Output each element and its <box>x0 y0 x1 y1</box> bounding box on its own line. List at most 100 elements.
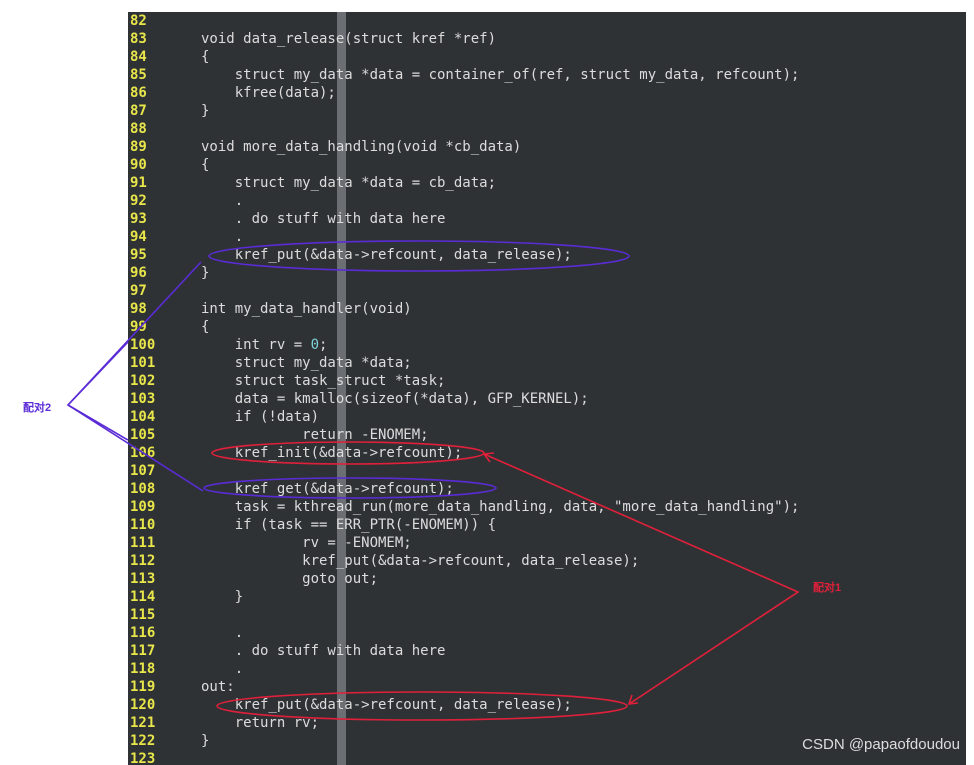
line-number: 120 <box>130 697 156 713</box>
code-line: 114 } <box>128 588 966 606</box>
code-text: } <box>201 103 210 119</box>
code-line: 94 . <box>128 228 966 246</box>
line-number: 114 <box>130 589 156 605</box>
line-number: 91 <box>130 175 147 191</box>
code-line: 92 . <box>128 192 966 210</box>
code-text: struct my_data *data; <box>201 355 412 371</box>
code-line: 88 <box>128 120 966 138</box>
line-number: 102 <box>130 373 156 389</box>
code-text: . <box>201 625 244 641</box>
annotation-label-pair1: 配对1 <box>813 582 842 594</box>
code-line: 102 struct task_struct *task; <box>128 372 966 390</box>
code-text: } <box>201 589 244 605</box>
line-number: 94 <box>130 229 147 245</box>
code-line: 110 if (task == ERR_PTR(-ENOMEM)) { <box>128 516 966 534</box>
line-number: 84 <box>130 49 147 65</box>
line-number: 93 <box>130 211 147 227</box>
code-text: void data_release(struct kref *ref) <box>201 31 497 47</box>
code-text: { <box>201 157 210 173</box>
code-text: if (!data) <box>201 409 320 425</box>
code-text: kref_put(&data->refcount, data_release); <box>201 553 640 569</box>
code-line: 93 . do stuff with data here <box>128 210 966 228</box>
code-text: . <box>201 229 244 245</box>
line-number: 104 <box>130 409 156 425</box>
code-text: kref_get(&data->refcount); <box>201 481 454 497</box>
line-number: 123 <box>130 751 156 765</box>
line-number: 108 <box>130 481 156 497</box>
annotation-label-pair2: 配对2 <box>23 402 52 414</box>
line-number: 92 <box>130 193 147 209</box>
code-text: int rv = 0; <box>201 337 328 353</box>
code-line: 118 . <box>128 660 966 678</box>
code-text: } <box>201 733 210 749</box>
code-line: 86 kfree(data); <box>128 84 966 102</box>
line-number: 82 <box>130 13 147 29</box>
code-text: . <box>201 193 244 209</box>
line-number: 122 <box>130 733 156 749</box>
code-text: struct my_data *data = cb_data; <box>201 175 497 191</box>
code-text: int my_data_handler(void) <box>201 301 412 317</box>
code-text: struct task_struct *task; <box>201 373 446 389</box>
line-number: 95 <box>130 247 147 263</box>
code-line: 103 data = kmalloc(sizeof(*data), GFP_KE… <box>128 390 966 408</box>
code-text: . do stuff with data here <box>201 211 446 227</box>
code-line: 104 if (!data) <box>128 408 966 426</box>
line-number: 86 <box>130 85 147 101</box>
code-line: 123 <box>128 750 966 765</box>
code-text: kfree(data); <box>201 85 336 101</box>
code-line: 95 kref_put(&data->refcount, data_releas… <box>128 246 966 264</box>
code-text: goto out; <box>201 571 379 587</box>
line-number: 116 <box>130 625 156 641</box>
code-line: 116 . <box>128 624 966 642</box>
line-number: 83 <box>130 31 147 47</box>
code-text: return -ENOMEM; <box>201 427 429 443</box>
line-number: 118 <box>130 661 156 677</box>
code-text: return rv; <box>201 715 320 731</box>
line-number: 103 <box>130 391 156 407</box>
code-line: 96} <box>128 264 966 282</box>
code-line: 105 return -ENOMEM; <box>128 426 966 444</box>
line-number: 110 <box>130 517 156 533</box>
line-number: 87 <box>130 103 147 119</box>
code-line: 85 struct my_data *data = container_of(r… <box>128 66 966 84</box>
code-text: kref_init(&data->refcount); <box>201 445 463 461</box>
code-line: 120 kref_put(&data->refcount, data_relea… <box>128 696 966 714</box>
code-line: 91 struct my_data *data = cb_data; <box>128 174 966 192</box>
line-number: 89 <box>130 139 147 155</box>
code-line: 109 task = kthread_run(more_data_handlin… <box>128 498 966 516</box>
code-text: kref_put(&data->refcount, data_release); <box>201 247 572 263</box>
line-number: 85 <box>130 67 147 83</box>
line-number: 121 <box>130 715 156 731</box>
code-text: kref_put(&data->refcount, data_release); <box>201 697 572 713</box>
line-number: 119 <box>130 679 156 695</box>
code-text: . do stuff with data here <box>201 643 446 659</box>
code-text: { <box>201 49 210 65</box>
line-number: 117 <box>130 643 156 659</box>
line-number: 90 <box>130 157 147 173</box>
line-number: 113 <box>130 571 156 587</box>
code-line: 84 { <box>128 48 966 66</box>
line-number: 96 <box>130 265 147 281</box>
line-number: 106 <box>130 445 156 461</box>
bracket-pair2-top <box>67 341 129 406</box>
bracket-pair2-tip <box>67 404 129 441</box>
code-line: 100 int rv = 0; <box>128 336 966 354</box>
code-line: 82 <box>128 12 966 30</box>
code-text: if (task == ERR_PTR(-ENOMEM)) { <box>201 517 497 533</box>
line-number: 115 <box>130 607 156 623</box>
code-line: 83 void data_release(struct kref *ref) <box>128 30 966 48</box>
code-line: 112 kref_put(&data->refcount, data_relea… <box>128 552 966 570</box>
line-number: 101 <box>130 355 156 371</box>
line-number: 97 <box>130 283 147 299</box>
code-text: rv = -ENOMEM; <box>201 535 412 551</box>
code-line: 117 . do stuff with data here <box>128 642 966 660</box>
code-line: 121 return rv; <box>128 714 966 732</box>
code-line: 106 kref_init(&data->refcount); <box>128 444 966 462</box>
code-line: 90 { <box>128 156 966 174</box>
code-text: } <box>201 265 210 281</box>
line-number: 100 <box>130 337 156 353</box>
code-line: 97 <box>128 282 966 300</box>
code-line: 99{ <box>128 318 966 336</box>
